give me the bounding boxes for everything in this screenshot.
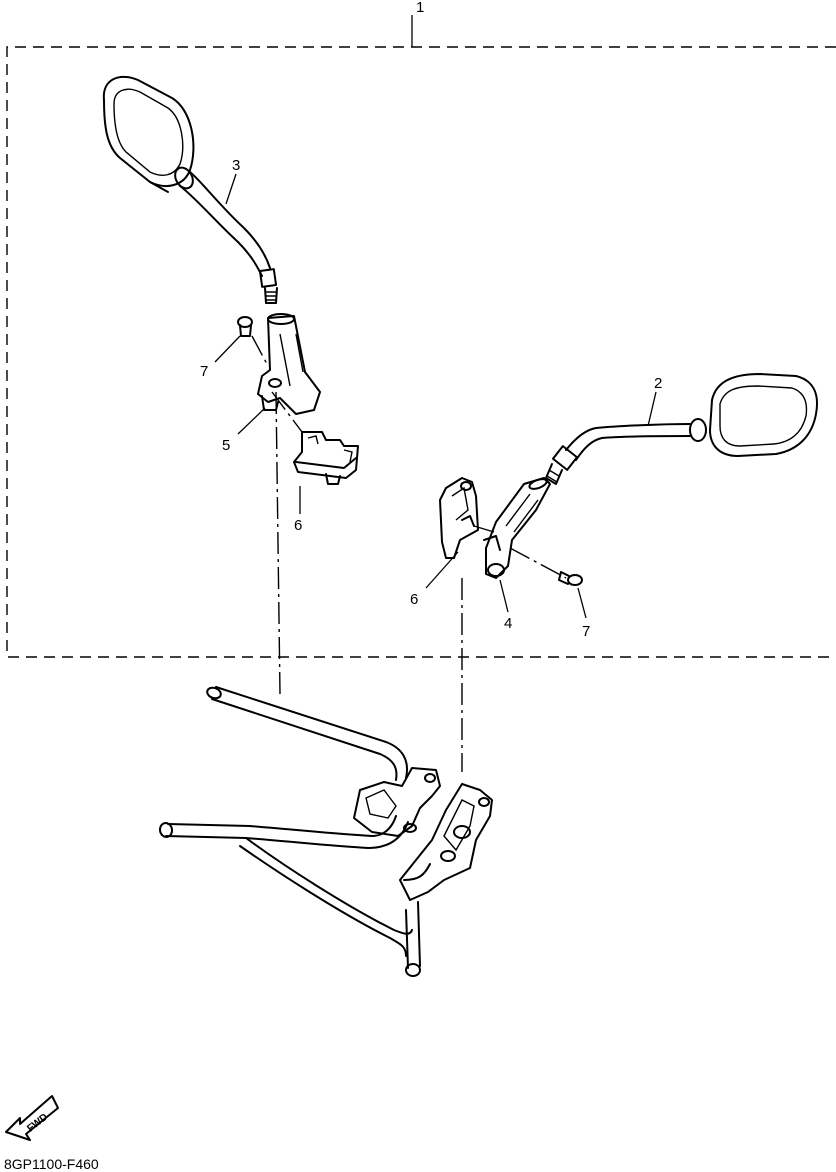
left-bracket [257,313,321,415]
left-clamp [293,431,359,485]
callout-7-right: 7 [582,623,590,640]
callout-2: 2 [654,375,662,392]
callout-7-left: 7 [200,363,208,380]
callout-5: 5 [222,437,230,454]
left-alignment-lines [251,335,303,695]
right-mirror [545,373,818,485]
left-bolt [237,316,253,337]
left-mirror [102,75,278,304]
mirror-stay-frame [158,686,493,977]
right-bolt [558,571,583,586]
fwd-arrow-icon: FWD [5,1095,59,1141]
right-alignment-lines [461,525,567,772]
callout-6-right: 6 [410,591,418,608]
callout-3: 3 [232,157,240,174]
right-clamp [439,477,479,559]
drawing-code: 8GP1100-F460 [4,1156,99,1172]
assembly-boundary [6,15,836,658]
callout-6-left: 6 [294,517,302,534]
right-bracket [483,477,551,579]
callout-1: 1 [416,0,424,16]
callout-4: 4 [504,615,512,632]
